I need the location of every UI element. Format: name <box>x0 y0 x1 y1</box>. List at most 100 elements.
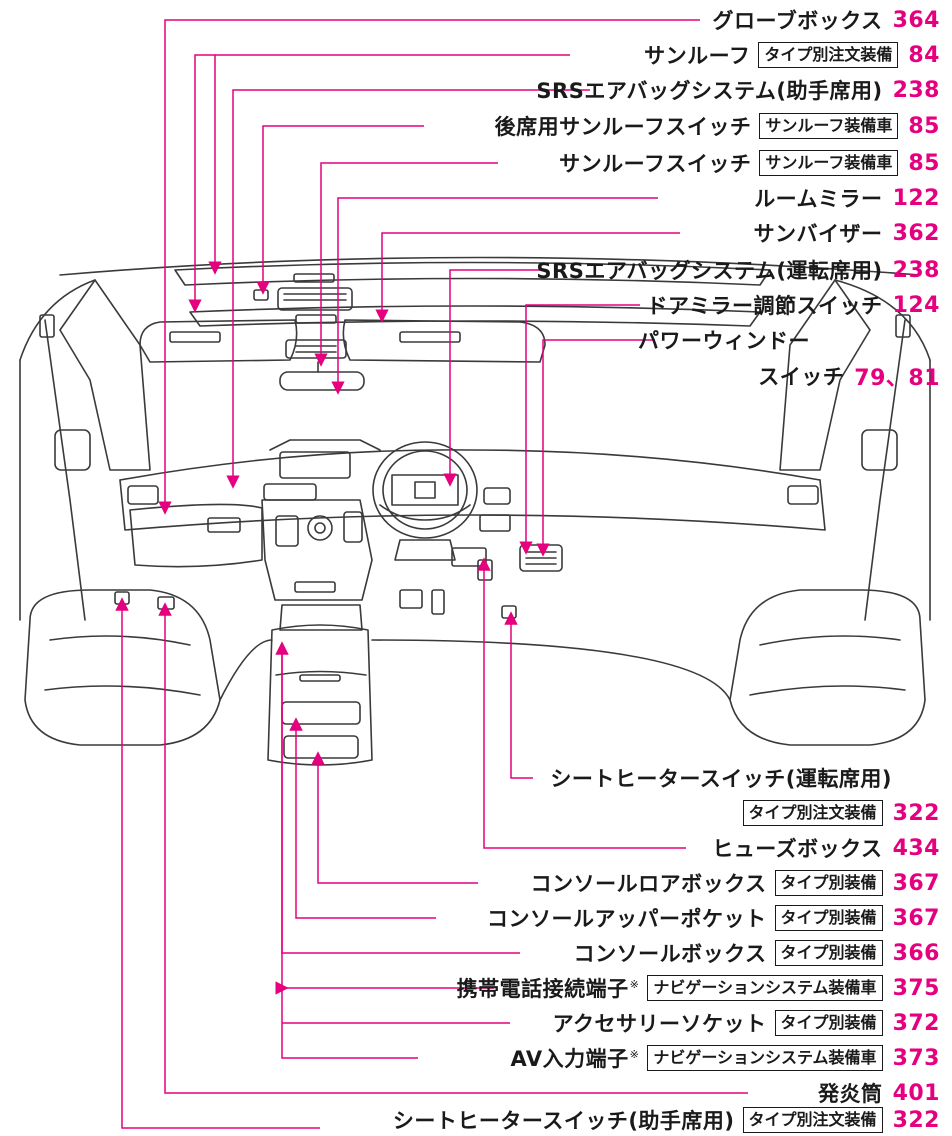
leader-glove-box <box>158 19 700 515</box>
driver-seat <box>729 589 926 746</box>
callout-label: AV入力端子※ <box>511 1043 640 1073</box>
callout-phone-terminal: 携帯電話接続端子※ ナビゲーションシステム装備車 375 <box>457 972 940 1004</box>
page-number: 79、81 <box>854 366 940 391</box>
leader-rear-sunroof-switch <box>256 125 424 295</box>
leader-power-window <box>536 339 655 557</box>
page-number: 84 <box>908 42 940 68</box>
callout-sun-visor: サンバイザー 362 <box>754 217 940 249</box>
equipment-tag: タイプ別装備 <box>774 1010 883 1036</box>
leader-sun-visor <box>375 232 680 323</box>
page-number: 367 <box>892 870 940 896</box>
roof-outline <box>59 256 921 276</box>
callout-console-lower-box: コンソールロアボックス タイプ別装備 367 <box>531 867 940 899</box>
leader-sunroof-b <box>188 54 215 313</box>
callout-seat-heater-driver: シートヒータースイッチ(運転席用) <box>550 762 892 794</box>
callout-room-mirror: ルームミラー 122 <box>754 182 940 214</box>
equipment-tag: タイプ別注文装備 <box>742 1107 883 1133</box>
callout-label: サンバイザー <box>753 222 883 246</box>
console-upper-pocket-shape <box>281 701 361 725</box>
leader-sunroof-switch <box>314 162 498 367</box>
callout-label: パワーウィンドー <box>638 329 810 353</box>
callout-label: スイッチ <box>758 365 845 389</box>
callout-label: ルームミラー <box>754 187 883 211</box>
callout-label: 発炎筒 <box>818 1082 883 1106</box>
leader-flare <box>158 602 748 1094</box>
callout-seat-heater-passenger: シートヒータースイッチ(助手席用) タイプ別注文装備 322 <box>393 1104 940 1136</box>
equipment-tag: サンルーフ装備車 <box>759 113 899 139</box>
callout-label: アクセサリーソケット <box>552 1012 767 1036</box>
leader-room-mirror <box>331 197 658 395</box>
page-number: 434 <box>892 835 940 861</box>
steering-wheel <box>372 441 478 539</box>
leader-lines <box>115 19 748 1129</box>
leader-srs-passenger <box>226 89 590 489</box>
callout-console-upper-pocket: コンソールアッパーポケット タイプ別装備 367 <box>487 902 940 934</box>
callout-door-mirror-switch: ドアミラー調節スイッチ 124 <box>646 289 940 321</box>
callout-sunroof: サンルーフ タイプ別注文装備 84 <box>644 39 940 71</box>
callout-label-text: 携帯電話接続端子 <box>456 977 629 1001</box>
callout-label: サンルーフ <box>644 44 751 68</box>
leader-lines-plain <box>281 648 510 1059</box>
callout-power-window-cont: スイッチ 79、81 <box>758 360 940 392</box>
callout-flare: 発炎筒 401 <box>818 1077 940 1109</box>
callout-label: コンソールアッパーポケット <box>487 907 767 931</box>
callout-label: 後席用サンルーフスイッチ <box>494 115 752 139</box>
callout-label-text: AV入力端子 <box>510 1047 629 1071</box>
driver-seat-heater-switch <box>501 605 517 619</box>
page-number: 322 <box>892 800 940 826</box>
callout-label: コンソールボックス <box>573 942 767 966</box>
page-number: 85 <box>908 150 940 176</box>
navigation-screen <box>279 451 351 479</box>
callout-power-window: パワーウィンドー <box>638 324 810 356</box>
rear-sunroof-switch-shape <box>253 289 269 301</box>
console-box-shape <box>267 624 373 766</box>
page-number: 364 <box>892 7 940 33</box>
callout-sunroof-switch: サンルーフスイッチ サンルーフ装備車 85 <box>559 147 940 179</box>
callout-seat-heater-driver-cont: タイプ別注文装備 322 <box>735 797 940 829</box>
equipment-tag: タイプ別注文装備 <box>742 800 883 826</box>
page-number: 85 <box>908 113 940 139</box>
callout-label: コンソールロアボックス <box>530 872 767 896</box>
callout-label: ヒューズボックス <box>712 837 883 861</box>
overhead-console <box>277 287 353 311</box>
callout-label: シートヒータースイッチ(助手席用) <box>392 1109 735 1133</box>
callout-console-box: コンソールボックス タイプ別装備 366 <box>574 937 940 969</box>
equipment-tag: サンルーフ装備車 <box>759 150 899 176</box>
fuse-box-shape <box>477 559 493 581</box>
leader-seat-heater-passenger <box>115 597 320 1129</box>
page-number: 401 <box>892 1080 940 1106</box>
page-number: 124 <box>892 292 940 318</box>
callout-glove-box: グローブボックス 364 <box>712 4 940 36</box>
equipment-tag: タイプ別装備 <box>774 870 883 896</box>
footnote-mark: ※ <box>629 1048 640 1061</box>
passenger-seat-heater-switch <box>114 591 130 605</box>
equipment-tag: ナビゲーションシステム装備車 <box>647 975 883 1001</box>
equipment-tag: タイプ別装備 <box>774 940 883 966</box>
equipment-tag: タイプ別装備 <box>774 905 883 931</box>
page-number: 362 <box>892 220 940 246</box>
callout-fuse-box: ヒューズボックス 434 <box>712 832 940 864</box>
equipment-tag: タイプ別注文装備 <box>758 42 899 68</box>
page-number: 375 <box>892 975 940 1001</box>
page-number: 238 <box>892 257 940 283</box>
page-number: 238 <box>892 77 940 103</box>
callout-label: シートヒータースイッチ(運転席用) <box>550 767 892 791</box>
page-number: 372 <box>892 1010 940 1036</box>
callout-srs-driver: SRSエアバッグシステム(運転席用) 238 <box>536 254 940 286</box>
callout-srs-passenger: SRSエアバッグシステム(助手席用) 238 <box>536 74 940 106</box>
accessory-socket-shape <box>294 581 336 593</box>
page-number: 366 <box>892 940 940 966</box>
leader-door-mirror-switch <box>519 304 640 555</box>
leader-seat-heater-driver <box>504 611 533 779</box>
equipment-tag: ナビゲーションシステム装備車 <box>647 1045 883 1071</box>
leader-console-upper-pocket <box>289 717 436 919</box>
room-mirror-shape <box>279 371 365 391</box>
leader-sunroof-a <box>208 54 570 275</box>
page-number: 373 <box>892 1045 940 1071</box>
callout-label: ドアミラー調節スイッチ <box>646 294 883 318</box>
callout-label: サンルーフスイッチ <box>559 152 752 176</box>
callout-label: 携帯電話接続端子※ <box>457 973 640 1003</box>
leader-srs-driver <box>443 269 545 487</box>
callout-label: SRSエアバッグシステム(助手席用) <box>536 79 883 103</box>
